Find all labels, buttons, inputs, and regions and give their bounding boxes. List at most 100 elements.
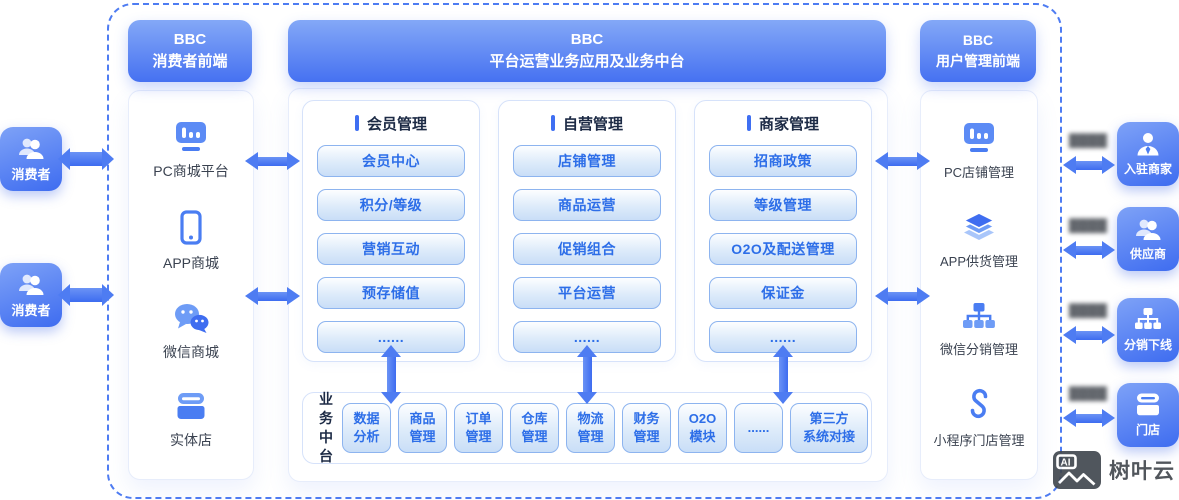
module-chip: 商品运营 bbox=[513, 189, 661, 221]
group-to-middle-arrow bbox=[577, 345, 597, 404]
user-frontend-panel: PC店铺管理 APP供货管理 微信分销管理 bbox=[920, 90, 1038, 480]
actor-label: 消费者 bbox=[11, 167, 51, 182]
supplier-actor: 供应商 bbox=[1117, 207, 1179, 271]
layers-icon bbox=[962, 212, 996, 241]
group-to-middle-arrow bbox=[381, 345, 401, 404]
actor-link-arrow bbox=[1063, 325, 1115, 345]
user-frontend-header: BBC 用户管理前端 bbox=[920, 20, 1036, 82]
middle-module-third-party: 第三方系统对接 bbox=[790, 403, 868, 453]
module-chip: 店铺管理 bbox=[513, 145, 661, 177]
actor-label: 消费者 bbox=[11, 303, 51, 318]
group-title: 会员管理 bbox=[366, 115, 427, 133]
redacted-watermark: ▓▓▓▓ bbox=[1069, 132, 1107, 147]
header-line2: 平台运营业务应用及业务中台 bbox=[489, 53, 685, 70]
redacted-watermark: ▓▓▓▓ bbox=[1069, 217, 1107, 232]
redacted-watermark: ▓▓▓▓ bbox=[1069, 302, 1107, 317]
consumer-actor: 消费者 bbox=[0, 263, 62, 327]
watermark-logo-text: AI bbox=[1061, 458, 1071, 469]
platform-backend-arrow bbox=[875, 152, 930, 170]
middle-module: 数据分析 bbox=[342, 403, 391, 453]
header-line2: 消费者前端 bbox=[152, 53, 228, 70]
panel-item-physical-store: 实体店 bbox=[170, 391, 212, 450]
miniprogram-icon bbox=[970, 389, 988, 419]
module-chip: 积分/等级 bbox=[317, 189, 465, 221]
platform-header: BBC 平台运营业务应用及业务中台 bbox=[288, 20, 886, 82]
actor-label: 分销下线 bbox=[1123, 338, 1172, 352]
frontend-platform-arrow bbox=[245, 287, 300, 305]
panel-item-label: PC店铺管理 bbox=[943, 164, 1015, 180]
header-line1: BBC bbox=[570, 30, 604, 48]
actor-link-arrow bbox=[1063, 155, 1115, 175]
group-to-middle-arrow bbox=[773, 345, 793, 404]
panel-item-app-supply: APP供货管理 bbox=[940, 210, 1018, 270]
middle-module: 订单管理 bbox=[454, 403, 503, 453]
actor-label: 供应商 bbox=[1129, 247, 1166, 261]
module-chip: O2O及配送管理 bbox=[709, 233, 857, 265]
consumer-link-arrow bbox=[58, 284, 114, 306]
module-chip: 保证金 bbox=[709, 277, 857, 309]
middle-module: 仓库管理 bbox=[510, 403, 559, 453]
watermark: AI 树叶云 bbox=[1053, 451, 1175, 489]
merchant-actor: 入驻商家 bbox=[1117, 122, 1179, 186]
sitemap-icon bbox=[962, 302, 995, 328]
users-icon bbox=[19, 138, 44, 159]
users-icon bbox=[19, 274, 44, 295]
panel-item-wechat-mall: 微信商城 bbox=[163, 301, 219, 362]
header-line1: BBC bbox=[962, 32, 994, 48]
middle-module: 商品管理 bbox=[398, 403, 447, 453]
group-member-management: 会员管理 会员中心 积分/等级 营销互动 预存储值 ...... bbox=[302, 100, 480, 362]
module-chip: 平台运营 bbox=[513, 277, 661, 309]
module-chip: 预存储值 bbox=[317, 277, 465, 309]
pc-shop-icon bbox=[964, 122, 994, 152]
panel-item-label: PC商城平台 bbox=[153, 162, 229, 179]
consumer-link-arrow bbox=[58, 148, 114, 170]
redacted-watermark: ▓▓▓▓ bbox=[1069, 385, 1107, 400]
module-chip: 营销互动 bbox=[317, 233, 465, 265]
wechat-icon bbox=[175, 304, 209, 334]
actor-link-arrow bbox=[1063, 240, 1115, 260]
platform-backend-arrow bbox=[875, 287, 930, 305]
middle-module-ellipsis: ...... bbox=[734, 403, 783, 453]
panel-item-pc-shop: PC店铺管理 bbox=[944, 121, 1014, 181]
header-line1: BBC bbox=[173, 30, 207, 48]
ai-image-logo: AI bbox=[1053, 451, 1101, 489]
shop-actor: 门店 bbox=[1117, 383, 1179, 447]
middle-module: 财务管理 bbox=[622, 403, 671, 453]
module-chip: 会员中心 bbox=[317, 145, 465, 177]
actor-link-arrow bbox=[1063, 408, 1115, 428]
module-chip: 促销组合 bbox=[513, 233, 661, 265]
shop-icon bbox=[1137, 393, 1159, 416]
group-title: 自营管理 bbox=[562, 115, 623, 133]
title-bar bbox=[550, 115, 555, 131]
panel-item-wechat-distribution: 微信分销管理 bbox=[940, 300, 1018, 358]
distribution-icon bbox=[1135, 308, 1161, 329]
panel-item-label: APP商城 bbox=[162, 254, 219, 271]
panel-item-label: APP供货管理 bbox=[939, 254, 1018, 270]
consumer-frontend-header: BBC 消费者前端 bbox=[128, 20, 252, 82]
header-line2: 用户管理前端 bbox=[936, 53, 1020, 69]
mobile-app-icon bbox=[180, 209, 202, 245]
panel-item-label: 实体店 bbox=[170, 432, 212, 449]
distributor-actor: 分销下线 bbox=[1117, 298, 1179, 362]
middle-platform-label: 业务 中台 bbox=[319, 391, 333, 464]
title-bar bbox=[354, 115, 359, 131]
panel-item-label: 微信分销管理 bbox=[939, 341, 1018, 357]
panel-item-pc-mall: PC商城平台 bbox=[153, 120, 229, 181]
merchant-icon bbox=[1137, 133, 1159, 156]
module-chip: 等级管理 bbox=[709, 189, 857, 221]
panel-item-label: 微信商城 bbox=[163, 344, 219, 361]
actor-label: 门店 bbox=[1135, 423, 1160, 437]
group-merchant-management: 商家管理 招商政策 等级管理 O2O及配送管理 保证金 ...... bbox=[694, 100, 872, 362]
frontend-platform-arrow bbox=[245, 152, 300, 170]
consumer-actor: 消费者 bbox=[0, 127, 62, 191]
panel-item-label: 小程序门店管理 bbox=[933, 433, 1025, 449]
module-chip: 招商政策 bbox=[709, 145, 857, 177]
panel-item-miniprogram-store: 小程序门店管理 bbox=[933, 387, 1025, 449]
store-icon bbox=[177, 393, 205, 420]
watermark-brand: 树叶云 bbox=[1109, 460, 1175, 483]
consumer-frontend-panel: PC商城平台 APP商城 bbox=[128, 90, 254, 480]
middle-module: 物流管理 bbox=[566, 403, 615, 453]
title-bar bbox=[746, 115, 751, 131]
